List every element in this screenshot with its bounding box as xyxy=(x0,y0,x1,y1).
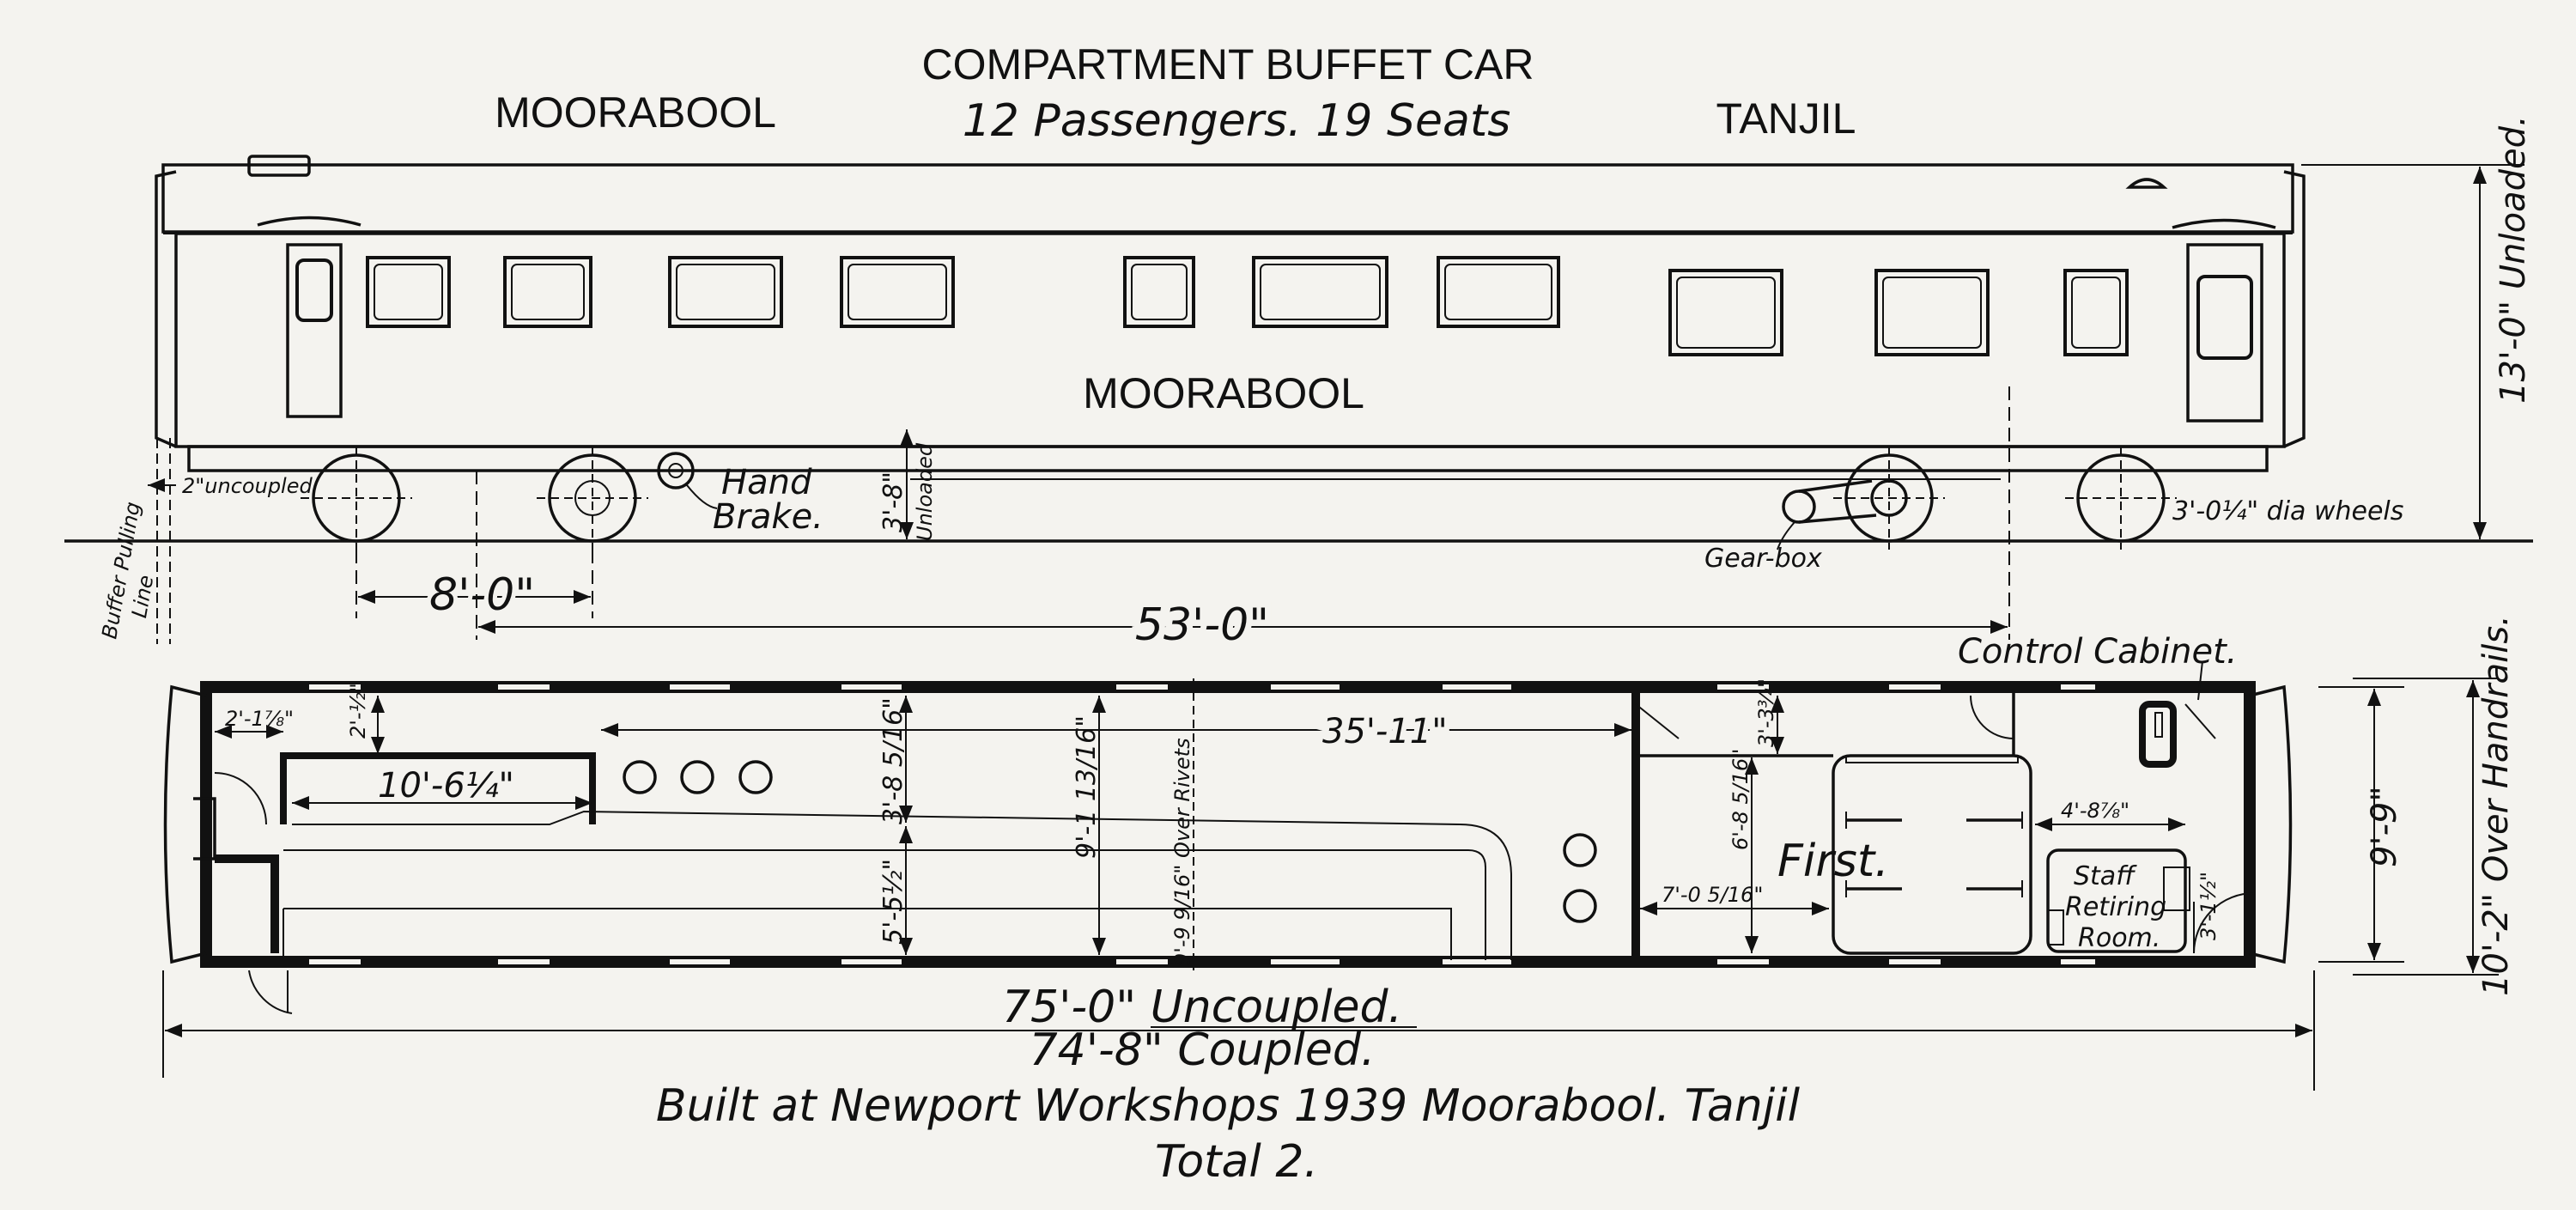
window xyxy=(1437,256,1560,328)
counter-length-dim: 10'-6¼" xyxy=(378,766,514,806)
stool xyxy=(1563,833,1597,867)
wheel-diameter-label: 3'-0¼" dia wheels xyxy=(2172,496,2403,526)
door-left-window xyxy=(295,258,333,322)
gear-box xyxy=(1782,489,1816,524)
length-uncoupled-dim: 75'-0" Uncoupled. xyxy=(1002,982,1402,1033)
built-note: Built at Newport Workshops 1939 Mooraboo… xyxy=(656,1080,1801,1132)
first-class-label: First. xyxy=(1777,836,1889,887)
floor-height-note: Unloaded xyxy=(913,442,937,541)
window xyxy=(366,256,451,328)
first-class-width-dim: 6'-8 5/16" xyxy=(1728,749,1753,850)
window xyxy=(503,256,592,328)
door-left xyxy=(286,243,343,418)
window xyxy=(1874,269,1990,356)
counter-depth-dim: 2'-½" xyxy=(346,683,370,739)
roof-lamp-right xyxy=(2172,218,2276,229)
first-class-partition-dim: 3'-3¾" xyxy=(1754,678,1778,747)
window xyxy=(668,256,783,328)
buffet-counter xyxy=(280,752,596,824)
diagram-title: COMPARTMENT BUFFET CAR xyxy=(921,40,1534,88)
control-cabinet xyxy=(2139,701,2177,768)
window xyxy=(840,256,955,328)
corridor-dim: 4'-8⅞" xyxy=(2061,799,2129,823)
gangway-left xyxy=(163,684,207,964)
bogie-wheelbase-dim: 8'-0" xyxy=(429,569,535,621)
inside-width-dim: 9'-1 13/16" xyxy=(1072,715,1102,859)
retiring-room-width-dim: 3'-1½" xyxy=(2196,872,2221,940)
wheelsets xyxy=(301,447,2177,550)
plan-window-openings xyxy=(309,684,2095,964)
window xyxy=(1252,256,1388,328)
body-end-right xyxy=(2283,170,2306,448)
side-windows xyxy=(366,256,2129,356)
capacity-label: 12 Passengers. 19 Seats xyxy=(963,95,1511,147)
aisle-width-dim: 3'-8 5/16" xyxy=(878,697,908,824)
car-name-left: MOORABOOL xyxy=(495,88,776,137)
seat-width-dim: 5'-5½" xyxy=(878,859,908,945)
hand-brake-wheel xyxy=(657,452,695,489)
stool xyxy=(623,760,657,794)
staff-retiring-room xyxy=(2046,848,2187,953)
saloon-length-dim: 35'-11" xyxy=(1322,712,1448,751)
underframe xyxy=(187,445,2269,472)
over-rivets-dim: 9'-9 9/16" Over Rivets xyxy=(1170,738,1194,966)
height-unloaded-dim: 13'-0" Unloaded. xyxy=(2494,115,2533,404)
end-vestibule-dim: 2'-1⅞" xyxy=(225,707,294,731)
window xyxy=(2063,269,2129,356)
door-right-window xyxy=(2196,275,2253,360)
floor-height-dim: 3'-8" xyxy=(878,471,908,532)
roof-vent-right xyxy=(2125,178,2168,189)
car-name-right: TANJIL xyxy=(1716,94,1856,143)
window xyxy=(1668,269,1783,356)
gear-box-label: Gear-box xyxy=(1704,544,1822,574)
buffer-pulling-line-label: Buffer PullingLine xyxy=(97,500,170,645)
stool xyxy=(738,760,773,794)
overall-length: 75'-0" Uncoupled. 74'-8" Coupled. xyxy=(162,970,2315,1091)
gangway-right xyxy=(2249,684,2293,964)
outer-width-dim: 9'-9" xyxy=(2365,786,2404,867)
length-coupled-dim: 74'-8" Coupled. xyxy=(1030,1025,1376,1076)
car-name-on-side: MOORABOOL xyxy=(1083,369,1364,417)
bogie-centres-dim: 53'-0" xyxy=(1135,599,1269,651)
over-handrails-dim: 10'-2" Over Handrails. xyxy=(2476,615,2516,996)
plan-body-wall xyxy=(200,681,2256,968)
control-cabinet-label: Control Cabinet. xyxy=(1958,632,2238,672)
window xyxy=(1123,256,1195,328)
stool xyxy=(1563,889,1597,923)
roof-lamp-left xyxy=(257,216,361,227)
uncoupled-gap-label: 2"uncoupled xyxy=(182,474,313,498)
first-class-length-dim: 7'-0 5/16" xyxy=(1662,883,1763,907)
body-end-left xyxy=(155,170,177,448)
roof-line xyxy=(161,163,2294,234)
door-right xyxy=(2186,243,2263,423)
total-note: Total 2. xyxy=(1155,1136,1318,1188)
stool xyxy=(680,760,714,794)
